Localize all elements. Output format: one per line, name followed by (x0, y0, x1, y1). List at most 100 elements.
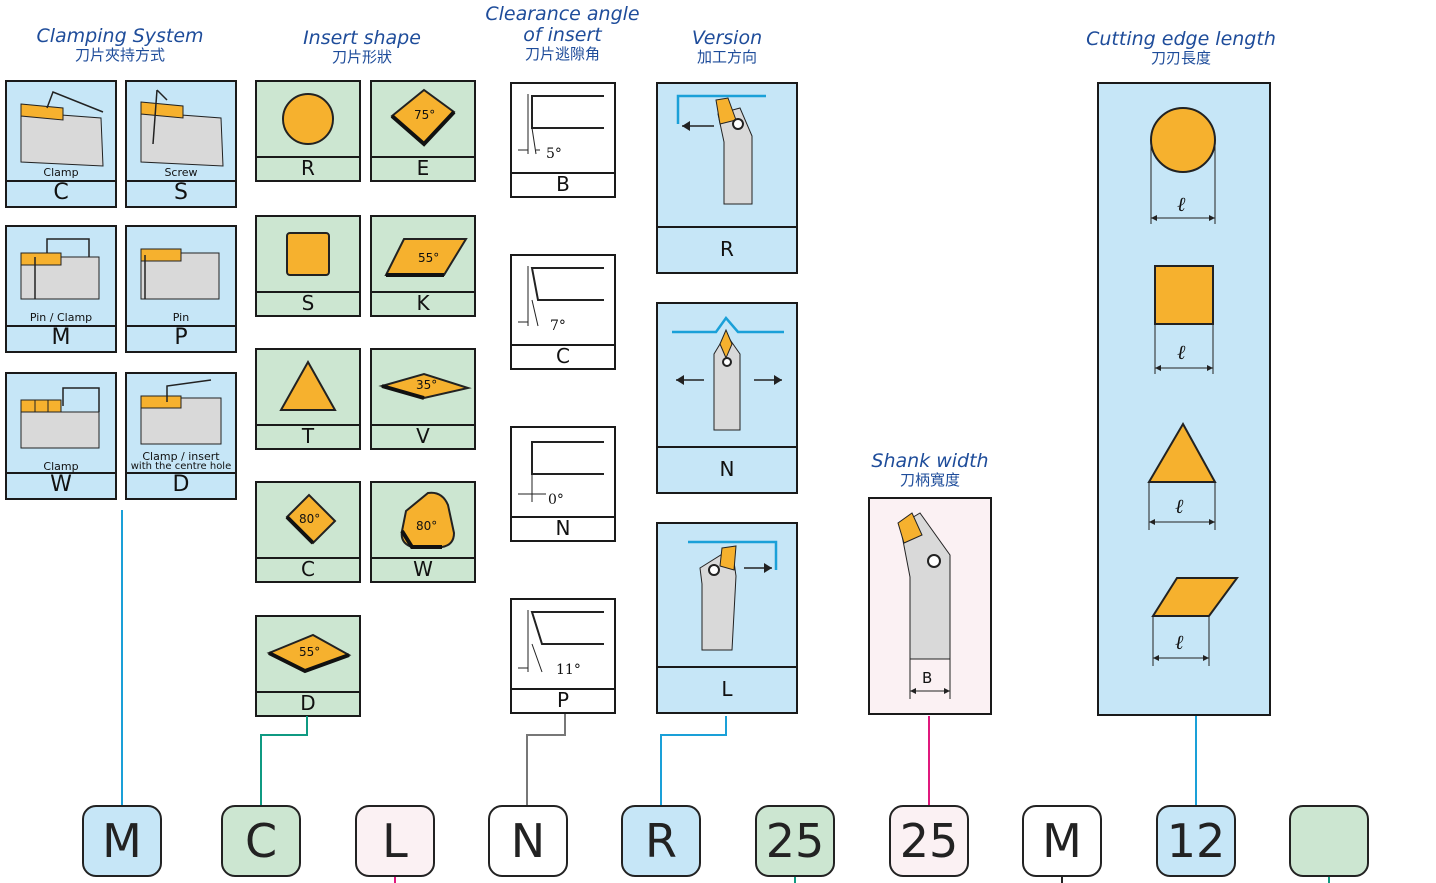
clamping-option-c: Clamp C (5, 80, 117, 208)
clearance-code: P (556, 688, 570, 712)
version-option-l: L (656, 522, 798, 714)
clearance-code: C (556, 344, 570, 368)
clamping-caption: Pin / Clamp (29, 311, 93, 324)
left-hand-holder-icon (688, 540, 778, 651)
clamping-caption: with the centre hole (130, 461, 232, 472)
clamping-option-s: Screw S (125, 80, 237, 208)
shape-option-d: 55° D (255, 615, 361, 717)
clamping-caption: Clamp (43, 166, 79, 179)
version-heading: Version 加工方向 (691, 27, 763, 66)
shank-width-box: B (868, 497, 992, 715)
cutting-length-symbol: ℓ (1177, 340, 1186, 364)
code-box-extra (1289, 805, 1369, 877)
shank-holder-icon (897, 512, 951, 699)
code-box-shank-width: 25 (889, 805, 969, 877)
shape-angle: 80° (299, 512, 321, 526)
cutting-edge-heading: Cutting edge length 刀刃長度 (1086, 28, 1276, 67)
shape-code: V (416, 424, 430, 448)
insert-shape-heading: Insert shape 刀片形狀 (303, 27, 421, 66)
cutting-length-symbol: ℓ (1175, 494, 1184, 518)
clearance-7-icon (518, 266, 604, 327)
version-code: N (719, 457, 735, 481)
clearance-0-icon (518, 441, 604, 502)
clamping-code: C (53, 180, 69, 205)
shape-code: K (416, 291, 430, 315)
cutting-length-symbol: ℓ (1177, 192, 1186, 216)
clearance-option-b: 5° B (510, 82, 616, 198)
clearance-5-icon (518, 94, 604, 155)
clamp-insert-icon (140, 379, 222, 445)
shape-option-c: 80° C (255, 481, 361, 583)
shape-code: R (301, 156, 315, 180)
clamping-system-heading: Clamping System 刀片夾持方式 (36, 25, 204, 64)
clearance-option-p: 11° P (510, 598, 616, 714)
shape-option-k: 55° K (370, 215, 476, 317)
triangle-insert-icon (279, 359, 337, 411)
screw-icon (140, 89, 224, 167)
clamping-option-w: Clamp W (5, 372, 117, 500)
version-code: R (720, 237, 734, 261)
code-box-approach: L (355, 805, 435, 877)
clearance-code: B (556, 172, 570, 196)
shape-angle: 35° (416, 378, 438, 392)
clamping-caption: Pin (172, 311, 190, 324)
clearance-angle-value: 11° (556, 662, 581, 678)
pin-clamp-icon (20, 238, 100, 300)
clamping-option-d: Clamp / insert with the centre hole D (125, 372, 237, 500)
clearance-angle-heading: Clearance angle of insert 刀片逃隙角 (485, 3, 640, 63)
shape-option-s: S (255, 215, 361, 317)
trigon-insert-icon (400, 491, 456, 549)
clamping-code: D (172, 472, 190, 497)
shape-angle: 80° (416, 519, 438, 533)
rhombic-80-insert-icon (285, 493, 337, 545)
shape-option-e: 75° E (370, 80, 476, 182)
cutting-edge-shapes (1147, 107, 1239, 666)
rhombic-35-insert-icon (378, 372, 472, 400)
shape-code: T (301, 424, 315, 448)
clearance-angle-value: 7° (550, 318, 566, 334)
version-code: L (721, 677, 733, 701)
right-hand-holder-icon (676, 94, 766, 205)
neutral-holder-icon (672, 315, 784, 431)
clamping-code: S (174, 180, 188, 205)
clearance-option-n: 0° N (510, 426, 616, 542)
parallelogram-insert-icon (384, 238, 468, 277)
shape-angle: 55° (418, 251, 440, 265)
clamping-caption: Clamp (43, 460, 79, 473)
shape-code: C (301, 557, 315, 581)
shape-code: W (413, 557, 433, 581)
clamping-option-p: Pin P (125, 225, 237, 353)
clamping-option-m: Pin / Clamp M (5, 225, 117, 353)
clearance-11-icon (518, 610, 604, 673)
code-box-shape: C (221, 805, 301, 877)
shank-dim-label: B (922, 669, 933, 687)
shank-width-heading: Shank width 刀柄寬度 (871, 450, 989, 489)
cutting-length-symbol: ℓ (1175, 630, 1184, 654)
shape-code: D (300, 691, 316, 715)
shape-angle: 55° (299, 645, 321, 659)
clearance-angle-value: 5° (546, 146, 562, 162)
shape-code: E (416, 156, 430, 180)
code-box-version: R (621, 805, 701, 877)
wedge-clamp-icon (20, 387, 100, 449)
code-box-length: M (1022, 805, 1102, 877)
pin-icon (140, 248, 220, 300)
clearance-code: N (555, 516, 571, 540)
shape-angle: 75° (414, 108, 436, 122)
clearance-angle-value: 0° (548, 492, 564, 508)
code-box-cutting-edge: 12 (1156, 805, 1236, 877)
clearance-option-c: 7° C (510, 254, 616, 370)
shape-option-r: R (255, 80, 361, 182)
rhombic-75-insert-icon (390, 88, 456, 147)
round-insert-icon (282, 93, 334, 145)
cutting-edge-box: ℓ ℓ ℓ ℓ (1097, 82, 1271, 716)
square-insert-icon (286, 232, 330, 276)
clamping-code: W (50, 472, 72, 497)
rhombic-55-insert-icon (266, 633, 352, 674)
shape-option-w: 80° W (370, 481, 476, 583)
clamping-caption: Screw (164, 166, 198, 179)
clamping-code: M (51, 325, 71, 350)
shape-option-v: 35° V (370, 348, 476, 450)
clamp-icon (20, 91, 104, 167)
code-box-clamping: M (82, 805, 162, 877)
